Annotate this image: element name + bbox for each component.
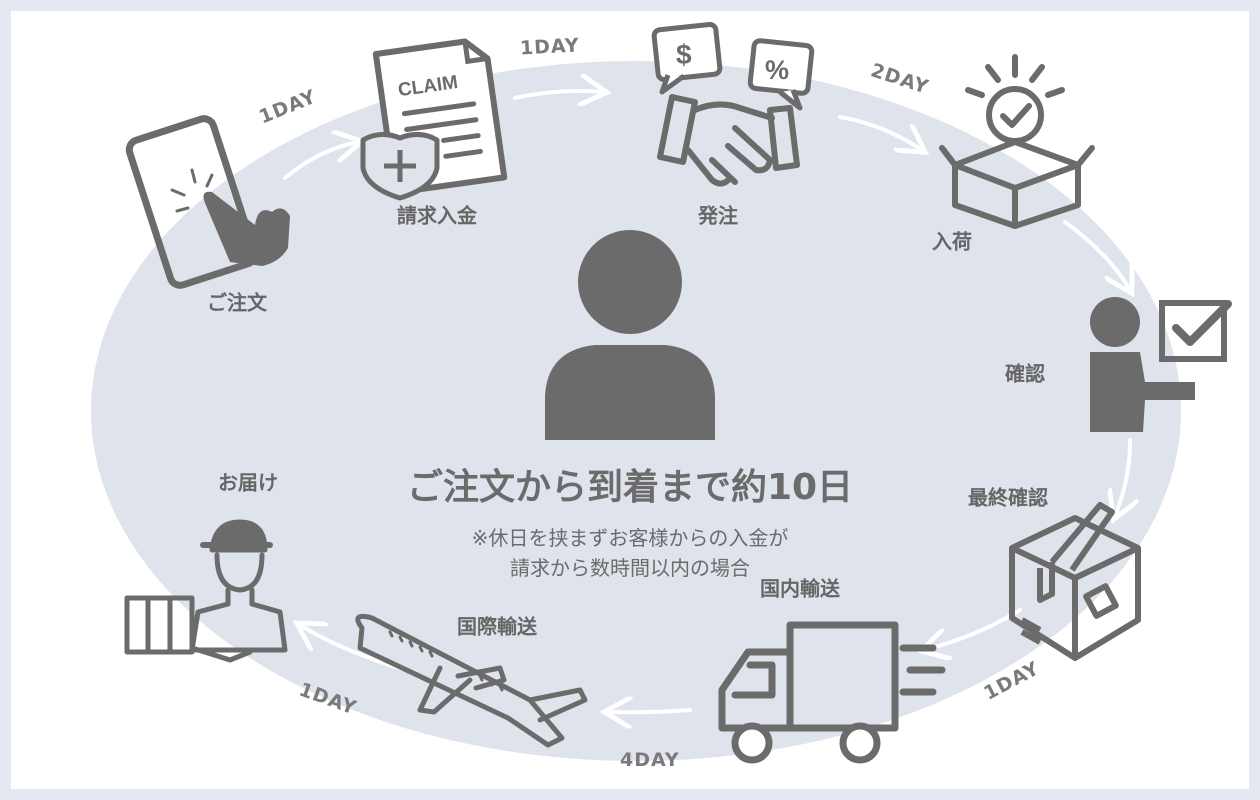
- condition-note: ※休日を挟まずお客様からの入金が 請求から数時間以内の場合: [472, 523, 789, 583]
- condition-note-line-1: ※休日を挟まずお客様からの入金が: [471, 526, 789, 550]
- total-duration-headline: ご注文から到着まで約10日: [406, 467, 854, 508]
- delivery-person-icon: [124, 519, 288, 663]
- svg-text:$: $: [676, 39, 692, 70]
- step-label-arrival: 入荷: [932, 229, 972, 254]
- arrow-domestic-to-international: [608, 710, 692, 712]
- step-label-final-check: 最終確認: [968, 485, 1048, 510]
- duration-claim-to-placing: 1DAY: [519, 34, 581, 60]
- delivery-truck-icon: [718, 621, 946, 764]
- arrow-international-to-delivery: [300, 625, 407, 672]
- arrow-arrival-to-check: [1063, 220, 1130, 290]
- claim-document-icon: CLAIM: [372, 38, 508, 196]
- step-label-check: 確認: [1005, 361, 1045, 386]
- open-box-check-icon: [939, 54, 1095, 229]
- arrow-claim-to-placing: [513, 91, 603, 98]
- step-label-delivery: お届け: [218, 470, 278, 495]
- step-label-placing: 発注: [698, 203, 738, 228]
- customer-person-icon: [545, 230, 715, 440]
- step-label-domestic: 国内輸送: [760, 576, 840, 601]
- arrow-final-to-domestic: [925, 608, 1022, 650]
- svg-text:%: %: [765, 55, 789, 85]
- condition-note-line-2: 請求から数時間以内の場合: [509, 556, 750, 580]
- airplane-icon: [355, 613, 588, 748]
- arrow-check-to-final: [1115, 438, 1130, 516]
- step-label-claim: 請求入金: [397, 203, 477, 228]
- sealed-package-icon: [1009, 502, 1141, 661]
- step-label-order: ご注文: [207, 290, 267, 315]
- arrow-placing-to-arrival: [838, 115, 922, 150]
- handshake-deal-icon: $ %: [651, 21, 815, 187]
- smartphone-tap-icon: [125, 115, 290, 289]
- shield-icon: [360, 132, 440, 201]
- duration-domestic-to-international: 4DAY: [620, 749, 680, 771]
- arrow-order-to-claim: [283, 142, 358, 180]
- checklist-person-icon: [1090, 297, 1232, 432]
- step-label-international: 国際輸送: [457, 614, 537, 639]
